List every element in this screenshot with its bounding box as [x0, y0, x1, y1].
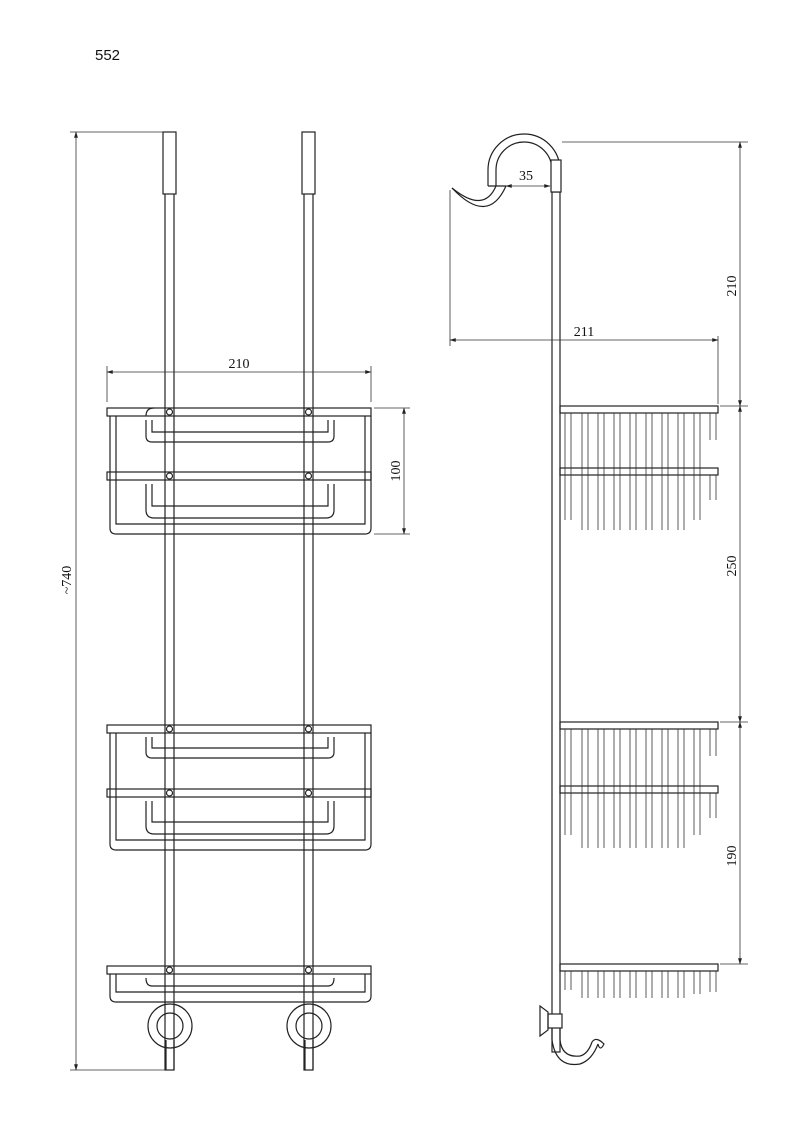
top-basket [106, 407, 372, 535]
left-rod [164, 133, 175, 1071]
bottom-basket [106, 965, 372, 1003]
bottom-hook [539, 1004, 605, 1066]
dim-side-depth-label: 211 [574, 325, 594, 340]
dim-hook-depth-label: 35 [519, 169, 533, 184]
dim-hook-to-top-shelf-label: 210 [725, 276, 740, 297]
side-bottom-shelf [559, 963, 719, 998]
side-view: 35 211 210 250 190 [449, 133, 748, 1066]
right-rod-cap [301, 131, 316, 195]
dim-side-depth: 211 [449, 190, 719, 404]
dim-basket-height-label: 100 [389, 461, 404, 482]
middle-basket [106, 724, 372, 851]
left-hook-disc [147, 1003, 193, 1070]
top-hook [451, 133, 562, 208]
dim-overall-height-label: ~740 [60, 566, 75, 595]
side-post [551, 191, 561, 1053]
side-middle-shelf [559, 721, 719, 848]
dim-top-to-middle-label: 250 [725, 556, 740, 577]
dim-basket-height: 100 [374, 407, 410, 535]
dim-middle-to-bottom-label: 190 [725, 846, 740, 867]
dim-front-width: 210 [106, 357, 372, 402]
dim-overall-height: ~740 [60, 131, 165, 1071]
side-top-shelf [559, 405, 719, 530]
model-number: 552 [95, 47, 120, 64]
right-hook-disc [286, 1003, 332, 1070]
dim-right-chain: 210 250 190 [562, 141, 748, 965]
right-rod [303, 133, 314, 1071]
dim-front-width-label: 210 [229, 357, 250, 372]
left-rod-cap [162, 131, 177, 195]
dim-hook-depth: 35 [505, 169, 551, 188]
front-view: 210 100 ~740 [60, 131, 410, 1071]
